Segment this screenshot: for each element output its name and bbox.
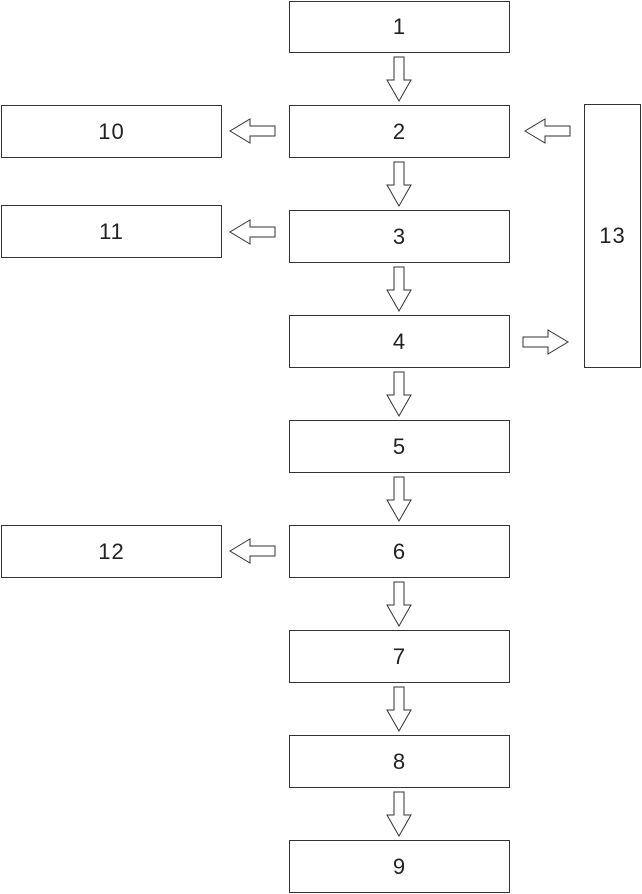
arrow-5-to-6 [386,476,412,523]
node-4: 4 [289,315,510,368]
arrow-1-to-2 [386,56,412,103]
arrow-4-to-5 [386,371,412,418]
node-6: 6 [289,525,510,578]
arrow-2-to-10 [229,118,276,144]
node-1: 1 [289,1,510,53]
arrow-2-to-3 [386,161,412,208]
arrow-4-to-13 [522,329,569,355]
node-3: 3 [289,210,510,263]
arrow-7-to-8 [386,686,412,733]
arrow-13-to-2 [524,118,571,144]
node-8: 8 [289,735,510,788]
node-2: 2 [289,105,510,158]
node-9: 9 [289,840,510,893]
arrow-6-to-7 [386,581,412,628]
node-5: 5 [289,420,510,473]
arrow-3-to-4 [386,266,412,313]
node-10: 10 [1,105,222,158]
arrow-3-to-11 [229,219,276,245]
arrow-8-to-9 [386,791,412,838]
arrow-6-to-12 [229,538,276,564]
node-12: 12 [1,525,222,578]
node-11: 11 [1,205,222,258]
node-13: 13 [584,104,641,368]
node-7: 7 [289,630,510,683]
